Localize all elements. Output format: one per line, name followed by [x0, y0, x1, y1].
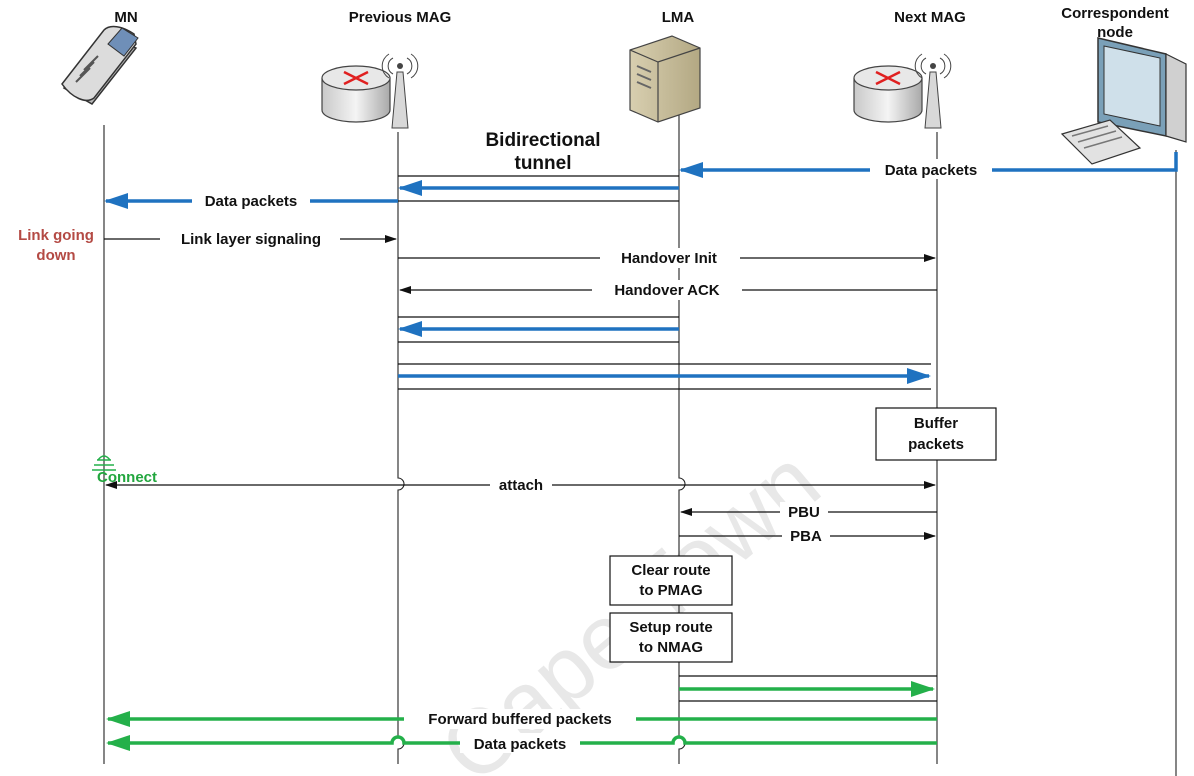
buffer-packets-line2: packets — [908, 436, 964, 453]
pba-label: PBA — [790, 528, 822, 545]
pbu-label-bg — [780, 502, 828, 522]
cn-to-lma-arrow — [679, 152, 1178, 178]
clear-route-box — [609, 555, 733, 606]
ha-label-bg — [592, 280, 742, 300]
correspondent-header-line1: Correspondent — [1061, 5, 1169, 22]
link-going-down-line1: Link going — [18, 227, 94, 244]
cn-data-packets-label: Data packets — [885, 162, 978, 179]
setup-route-box — [609, 612, 733, 663]
desktop-computer-icon — [1060, 37, 1187, 165]
buffer-packets-box — [875, 407, 997, 461]
previous-mag-header: Previous MAG — [349, 9, 452, 26]
fbp-label-bg — [404, 709, 636, 729]
handover-ack-label: Handover ACK — [614, 282, 719, 299]
mobile-phone-icon — [61, 25, 139, 105]
tunnel-label-line2: tunnel — [515, 153, 572, 174]
final-data-label-bg — [460, 733, 580, 753]
lma-lifeline — [678, 115, 686, 764]
router-icon — [321, 53, 419, 129]
setup-route-line2: to NMAG — [639, 639, 703, 656]
lma-header: LMA — [662, 9, 695, 26]
clear-route-line1: Clear route — [631, 562, 710, 579]
connect-label: Connect — [97, 469, 157, 486]
handover-init-label: Handover Init — [621, 250, 717, 267]
link-going-down-line2: down — [36, 247, 75, 264]
setup-route-line1: Setup route — [629, 619, 712, 636]
clear-route-line2: to PMAG — [639, 582, 702, 599]
mn-data-label-bg — [192, 191, 310, 211]
cn-label-bg — [870, 159, 992, 179]
forward-buffered-label: Forward buffered packets — [428, 711, 611, 728]
server-icon — [629, 35, 701, 123]
final-data-packets-label: Data packets — [474, 736, 567, 753]
mn-header: MN — [114, 9, 137, 26]
next-mag-header: Next MAG — [894, 9, 966, 26]
router-icon — [853, 53, 952, 129]
hi-label-bg — [600, 248, 740, 268]
link-layer-signaling-label: Link layer signaling — [181, 231, 321, 248]
correspondent-header-line2: node — [1097, 24, 1133, 41]
attach-label: attach — [499, 477, 543, 494]
lls-label-bg — [160, 229, 340, 249]
signal-icon — [92, 455, 116, 471]
previous-mag-lifeline — [397, 132, 405, 764]
pbu-label: PBU — [788, 504, 820, 521]
tunnel-label-line1: Bidirectional — [485, 130, 600, 151]
buffer-packets-line1: Buffer — [914, 415, 958, 432]
mn-data-packets-label: Data packets — [205, 193, 298, 210]
pba-label-bg — [782, 526, 830, 546]
attach-label-bg — [490, 475, 552, 495]
